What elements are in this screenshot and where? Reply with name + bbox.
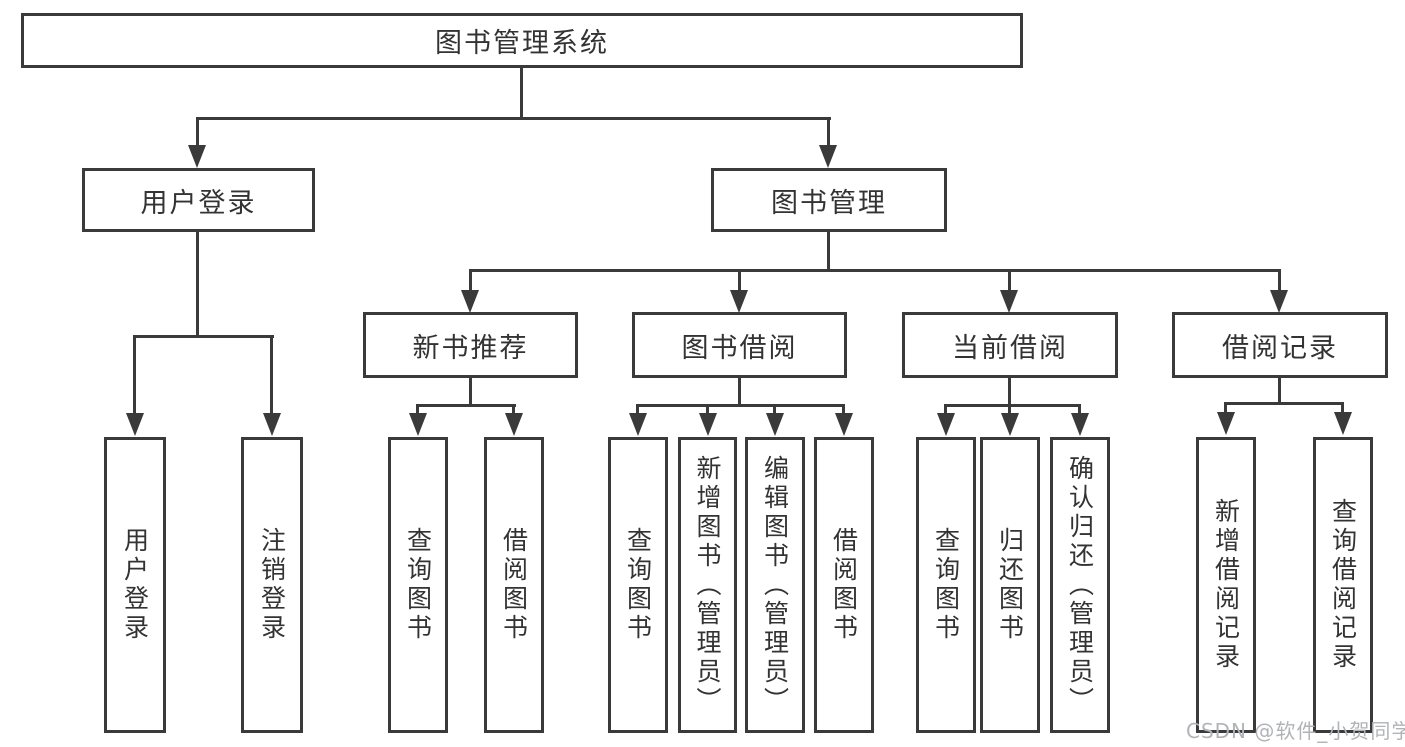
connector-line [706,404,709,416]
connector-line [738,378,741,407]
node-borrowing-records: 借阅记录 [1172,312,1388,378]
arrow-down-icon [1334,412,1352,435]
arrow-down-icon [1000,290,1018,313]
leaf-confirm-return-admin: 确认归还（管理员） [1050,437,1110,733]
arrow-down-icon [1217,412,1235,435]
connector-line [1278,269,1281,293]
connector-line [636,404,639,416]
connector-line [773,404,776,416]
connector-line [827,117,830,149]
arrow-down-icon [766,413,784,436]
connector-line [469,378,472,407]
arrow-down-icon [409,413,427,436]
connector-line [1008,269,1011,293]
node-book-management: 图书管理 [711,168,947,232]
connector-line [1278,378,1281,405]
leaf-borrow-books: 借阅图书 [814,437,874,733]
connector-line [944,404,947,416]
arrow-down-icon [937,413,955,436]
connector-line [133,335,274,338]
connector-line [416,404,419,416]
arrow-down-icon [730,290,748,313]
node-new-book-recommendation: 新书推荐 [363,312,578,378]
node-user-login: 用户登录 [82,168,315,232]
arrow-down-icon [1071,413,1089,436]
connector-line [1224,402,1227,415]
connector-line [1341,402,1344,415]
connector-line [827,232,830,272]
connector-line [944,404,1081,407]
leaf-user-login: 用户登录 [104,437,166,733]
arrow-down-icon [263,413,281,436]
connector-line [512,404,515,416]
connector-line [520,66,523,118]
connector-line [738,269,741,293]
leaf-add-book-admin: 新增图书（管理员） [678,437,737,733]
leaf-query-borrow-record: 查询借阅记录 [1313,437,1373,733]
connector-line [1008,404,1011,416]
connector-line [1078,404,1081,416]
arrow-down-icon [505,413,523,436]
connector-line [270,335,273,413]
leaf-query-books: 查询图书 [608,437,668,733]
leaf-query-books: 查询图书 [916,437,976,733]
arrow-down-icon [1001,413,1019,436]
connector-line [133,335,136,413]
connector-line [416,404,516,407]
leaf-add-borrow-record: 新增借阅记录 [1196,437,1256,733]
node-book-borrowing: 图书借阅 [632,312,847,378]
arrow-down-icon [188,145,206,168]
arrow-down-icon [819,145,837,168]
connector-line [196,117,831,120]
connector-line [469,269,1281,272]
leaf-return-books: 归还图书 [980,437,1040,733]
node-current-borrowing: 当前借阅 [902,312,1118,378]
arrow-down-icon [835,413,853,436]
arrow-down-icon [461,290,479,313]
connector-line [196,232,199,338]
connector-line [636,404,845,407]
arrow-down-icon [1270,290,1288,313]
leaf-edit-book-admin: 编辑图书（管理员） [745,437,805,733]
arrow-down-icon [126,413,144,436]
connector-line [842,404,845,416]
node-library-management-system: 图书管理系统 [21,13,1023,68]
leaf-query-books: 查询图书 [388,437,448,733]
connector-line [196,117,199,149]
arrow-down-icon [699,413,717,436]
connector-line [1224,402,1344,405]
leaf-borrow-books: 借阅图书 [484,437,544,733]
connector-line [1008,378,1011,407]
connector-line [469,269,472,293]
arrow-down-icon [629,413,647,436]
leaf-logout: 注销登录 [241,437,303,733]
csdn-watermark: CSDN @软件_小贺同学 [1186,719,1405,743]
